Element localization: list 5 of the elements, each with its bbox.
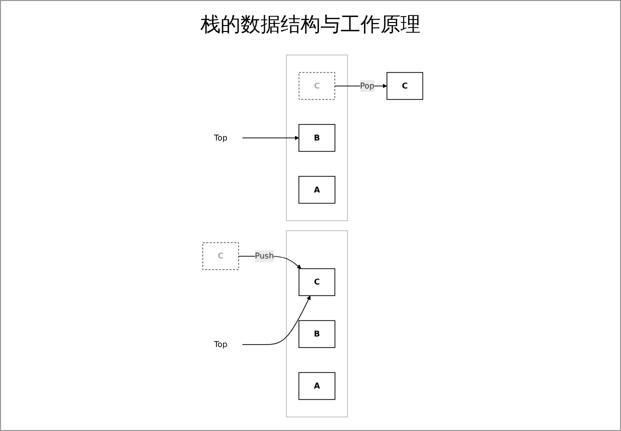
cluster	[286, 230, 348, 418]
diagram-title: 栈的数据结构与工作原理	[200, 11, 420, 38]
arrow	[242, 295, 310, 345]
cluster	[286, 54, 348, 222]
arrow	[242, 136, 299, 140]
